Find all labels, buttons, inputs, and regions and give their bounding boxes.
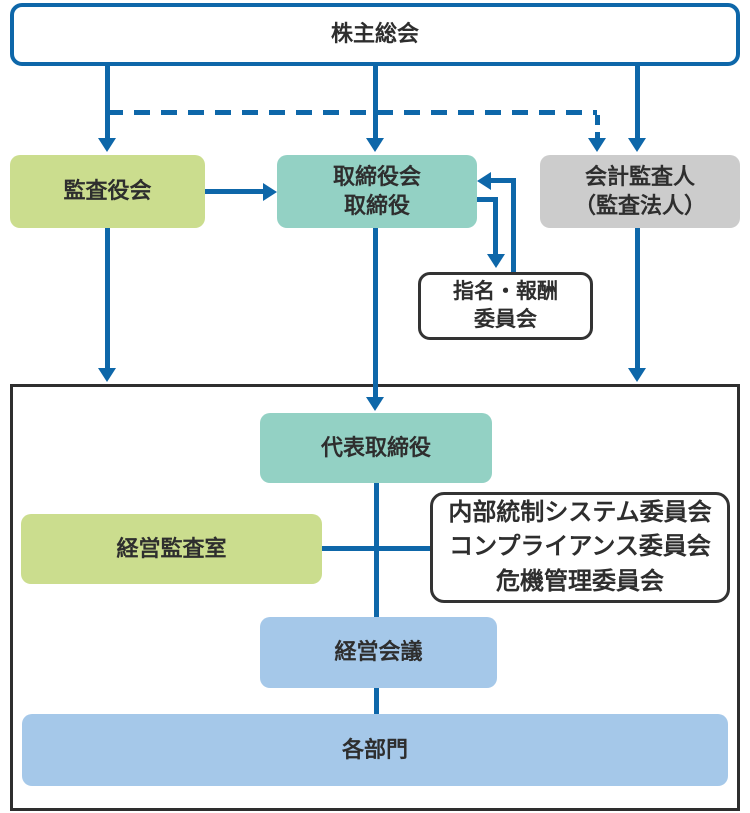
node-representative-director-label: 代表取締役 — [320, 434, 431, 460]
node-internal-committees-line2: コンプライアンス委員会 — [449, 533, 711, 561]
arrowhead-to-accounting-auditor — [628, 138, 646, 152]
node-shareholders-meeting: 株主総会 — [10, 3, 740, 66]
node-management-audit-office-label: 経営監査室 — [116, 535, 227, 561]
node-management-audit-office: 経営監査室 — [21, 514, 322, 584]
node-board-of-directors-label-line2: 取締役 — [343, 192, 410, 218]
node-shareholders-meeting-label: 株主総会 — [330, 21, 419, 47]
connector-shareholders-to-audit-board — [105, 64, 110, 138]
connector-shareholders-to-accounting-auditor — [635, 64, 640, 138]
connector-audit-board-down — [105, 228, 110, 368]
arrowhead-accounting-auditor-to-frame — [628, 368, 646, 382]
node-accounting-auditor-label-line2: （監査法人） — [573, 192, 706, 218]
arrowhead-to-nomination-committee — [487, 254, 505, 268]
connector-accounting-auditor-down — [635, 228, 640, 368]
node-audit-and-supervisory-board-label: 監査役会 — [63, 178, 152, 204]
arrowhead-into-board-left — [263, 183, 277, 201]
node-departments-label: 各部門 — [341, 736, 408, 762]
node-audit-and-supervisory-board: 監査役会 — [10, 155, 205, 228]
dashed-arrowhead-to-accounting-auditor — [588, 138, 606, 152]
connector-board-to-representative — [373, 228, 378, 397]
node-representative-director: 代表取締役 — [260, 413, 492, 483]
node-internal-committees: 内部統制システム委員会 コンプライアンス委員会 危機管理委員会 — [430, 492, 730, 603]
node-board-of-directors: 取締役会 取締役 — [277, 155, 477, 228]
dashed-connector-horizontal — [107, 110, 597, 115]
dashed-connector-vertical — [595, 115, 600, 138]
connector-committee-to-board-horizontal — [491, 178, 516, 183]
connector-board-to-committee-vertical — [493, 197, 498, 254]
arrowhead-to-board — [366, 138, 384, 152]
node-management-meeting: 経営会議 — [260, 617, 497, 688]
connector-meeting-to-departments — [374, 688, 379, 714]
arrowhead-into-board-right — [477, 172, 491, 190]
connector-shareholders-to-board — [373, 64, 378, 138]
node-accounting-auditor: 会計監査人 （監査法人） — [540, 155, 740, 228]
arrowhead-to-audit-board — [98, 138, 116, 152]
node-nomination-compensation-committee-label-line1: 指名・報酬 — [453, 279, 558, 303]
node-board-of-directors-label-line1: 取締役会 — [332, 163, 421, 189]
connector-board-to-committee-horizontal — [477, 197, 498, 202]
connector-audit-office-to-committees — [322, 546, 430, 551]
node-internal-committees-line1: 内部統制システム委員会 — [448, 499, 712, 527]
arrowhead-to-representative-director — [366, 397, 384, 411]
node-nomination-compensation-committee-label-line2: 委員会 — [474, 308, 537, 331]
node-departments: 各部門 — [22, 714, 728, 786]
connector-committee-to-board-vertical — [511, 178, 516, 272]
node-nomination-compensation-committee: 指名・報酬 委員会 — [418, 272, 593, 340]
arrowhead-audit-board-to-frame — [98, 368, 116, 382]
connector-audit-board-to-board — [205, 189, 263, 194]
node-accounting-auditor-label-line1: 会計監査人 — [584, 163, 695, 189]
node-management-meeting-label: 経営会議 — [334, 639, 423, 665]
node-internal-committees-line3: 危機管理委員会 — [496, 567, 664, 595]
